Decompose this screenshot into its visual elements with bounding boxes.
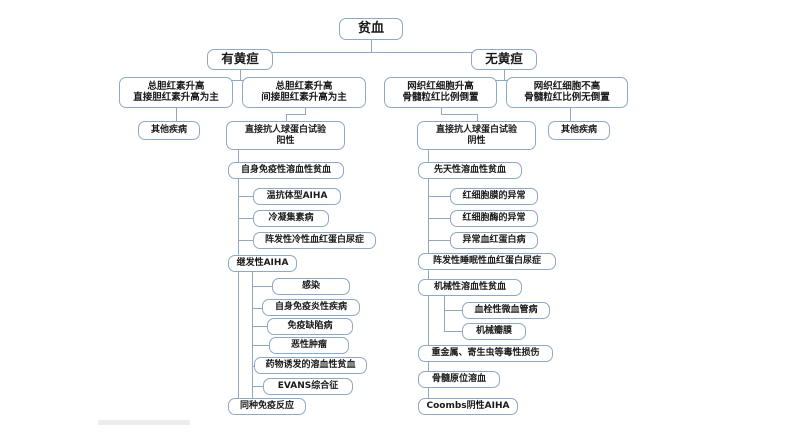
edge-right-branch-valve <box>444 331 462 332</box>
node-autoimmune-inflammatory-disease[interactable]: 自身免疫炎性疾病 <box>262 299 360 316</box>
edge-bili-indirect-stub <box>305 108 306 114</box>
node-red-cell-membrane-abnormality[interactable]: 红细胞膜的异常 <box>450 188 538 205</box>
node-coombs-negative[interactable]: 直接抗人球蛋白试验 阴性 <box>417 121 536 150</box>
node-other-disease-right[interactable]: 其他疾病 <box>548 121 610 140</box>
edge-right-branch-enzyme <box>428 218 450 219</box>
node-other-disease-left[interactable]: 其他疾病 <box>138 121 200 140</box>
node-abnormal-hemoglobinopathy[interactable]: 异常血红蛋白病 <box>450 232 538 249</box>
edge-left-branch-pch <box>238 240 253 241</box>
edge-root-bus <box>240 52 504 53</box>
edge-left-branch-cold <box>238 218 253 219</box>
edge-left-trunk <box>238 178 239 403</box>
node-congenital-hemolytic-anemia[interactable]: 先天性溶血性贫血 <box>418 162 522 179</box>
edge-jaundice-yes-bus <box>176 80 305 81</box>
edge-retic-normal-to-other <box>570 108 571 121</box>
slide-artifact-bar <box>98 420 190 425</box>
node-malignant-tumor[interactable]: 恶性肿瘤 <box>269 337 349 354</box>
edge-right-branch-membrane <box>428 196 450 197</box>
node-marrow-insitu-hemolysis[interactable]: 骨髓原位溶血 <box>418 371 500 388</box>
node-evans-syndrome[interactable]: EVANS综合征 <box>263 378 353 395</box>
node-jaundice-yes[interactable]: 有黄疸 <box>207 49 273 70</box>
node-reticulocyte-high[interactable]: 网织红细胞升高 骨髓粒红比例倒置 <box>384 77 497 108</box>
node-immunodeficiency-disease[interactable]: 免疫缺陷病 <box>267 318 353 335</box>
edge-right-subtrunk <box>444 296 445 332</box>
edge-left-subtrunk <box>252 272 253 404</box>
edge-retic-high-stub <box>441 108 442 114</box>
edge-root-stub <box>371 40 372 52</box>
node-alloimmune-reaction[interactable]: 同种免疫反应 <box>228 398 306 415</box>
node-mechanical-valve[interactable]: 机械瓣膜 <box>462 323 526 340</box>
edge-coombs-neg-to-congenital <box>428 144 429 162</box>
node-red-cell-enzyme-abnormality[interactable]: 红细胞酶的异常 <box>450 210 538 227</box>
edge-jaundice-no-bus <box>441 80 570 81</box>
node-infection[interactable]: 感染 <box>272 278 350 295</box>
node-coombs-negative-aiha[interactable]: Coombs阴性AIHA <box>418 398 518 415</box>
edge-left-branch-evans <box>252 386 272 387</box>
edge-jaundice-yes-stub <box>240 70 241 80</box>
edge-bili-direct-to-other <box>176 108 177 121</box>
node-bilirubin-indirect[interactable]: 总胆红素升高 间接胆红素升高为主 <box>242 77 366 108</box>
edge-bili-indirect-bus <box>286 114 306 115</box>
node-toxic-injury[interactable]: 重金属、寄生虫等毒性损伤 <box>418 345 553 362</box>
node-warm-antibody-aiha[interactable]: 温抗体型AIHA <box>253 188 341 205</box>
node-mechanical-hemolytic-anemia[interactable]: 机械性溶血性贫血 <box>418 279 522 296</box>
node-secondary-aiha[interactable]: 继发性AIHA <box>228 255 297 272</box>
edge-to-coombs-negative <box>477 114 478 121</box>
edge-to-coombs-positive <box>286 114 287 121</box>
node-cold-agglutinin-disease[interactable]: 冷凝集素病 <box>253 210 329 227</box>
node-autoimmune-hemolytic-anemia[interactable]: 自身免疫性溶血性贫血 <box>228 162 344 179</box>
node-reticulocyte-normal[interactable]: 网织红细胞不高 骨髓粒红比例无倒置 <box>506 77 628 108</box>
node-jaundice-no[interactable]: 无黄疸 <box>471 49 537 70</box>
edge-left-branch-immunodef <box>252 326 272 327</box>
edge-right-branch-hemoglobin <box>428 240 450 241</box>
node-thrombotic-microangiopathy[interactable]: 血栓性微血管病 <box>462 302 550 319</box>
edge-right-branch-tma <box>444 310 462 311</box>
edge-coombs-pos-to-aiha <box>238 144 239 162</box>
node-paroxysmal-cold-hemoglobinuria[interactable]: 阵发性冷性血红蛋白尿症 <box>253 232 376 249</box>
edge-left-branch-warm <box>238 196 253 197</box>
node-root-anemia[interactable]: 贫血 <box>339 18 403 40</box>
node-drug-induced-hemolytic-anemia[interactable]: 药物诱发的溶血性贫血 <box>254 357 367 374</box>
node-bilirubin-direct[interactable]: 总胆红素升高 直接胆红素升高为主 <box>119 77 233 108</box>
edge-left-branch-malignancy <box>252 345 272 346</box>
edge-retic-high-bus <box>441 114 477 115</box>
node-paroxysmal-nocturnal-hemoglobinuria[interactable]: 阵发性睡眠性血红蛋白尿症 <box>418 253 556 270</box>
node-coombs-positive[interactable]: 直接抗人球蛋白试验 阳性 <box>226 121 345 150</box>
edge-left-branch-infection <box>252 286 272 287</box>
edge-jaundice-no-stub <box>504 70 505 80</box>
